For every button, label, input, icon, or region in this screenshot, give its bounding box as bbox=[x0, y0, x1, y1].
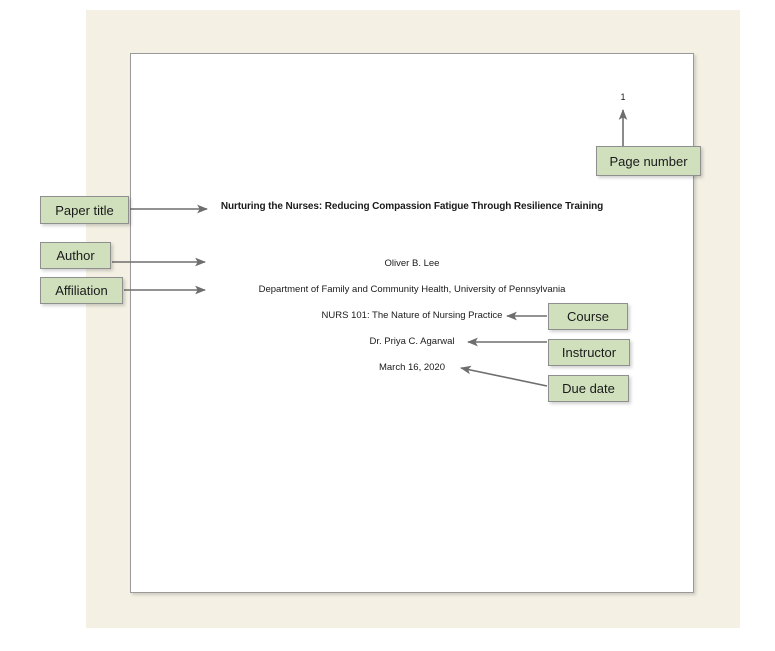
document-course: NURS 101: The Nature of Nursing Practice bbox=[321, 310, 503, 321]
callout-due-date[interactable]: Due date bbox=[548, 375, 629, 402]
document-instructor: Dr. Priya C. Agarwal bbox=[369, 336, 455, 347]
document-page-number: 1 bbox=[620, 92, 626, 102]
callout-instructor[interactable]: Instructor bbox=[548, 339, 630, 366]
document-title: Nurturing the Nurses: Reducing Compassio… bbox=[220, 201, 604, 212]
callout-author[interactable]: Author bbox=[40, 242, 111, 269]
callout-course[interactable]: Course bbox=[548, 303, 628, 330]
callout-paper-title[interactable]: Paper title bbox=[40, 196, 129, 224]
document-author: Oliver B. Lee bbox=[384, 258, 440, 269]
callout-page-number[interactable]: Page number bbox=[596, 146, 701, 176]
document-affiliation: Department of Family and Community Healt… bbox=[258, 284, 566, 295]
callout-affiliation[interactable]: Affiliation bbox=[40, 277, 123, 304]
document-due-date: March 16, 2020 bbox=[378, 362, 445, 373]
